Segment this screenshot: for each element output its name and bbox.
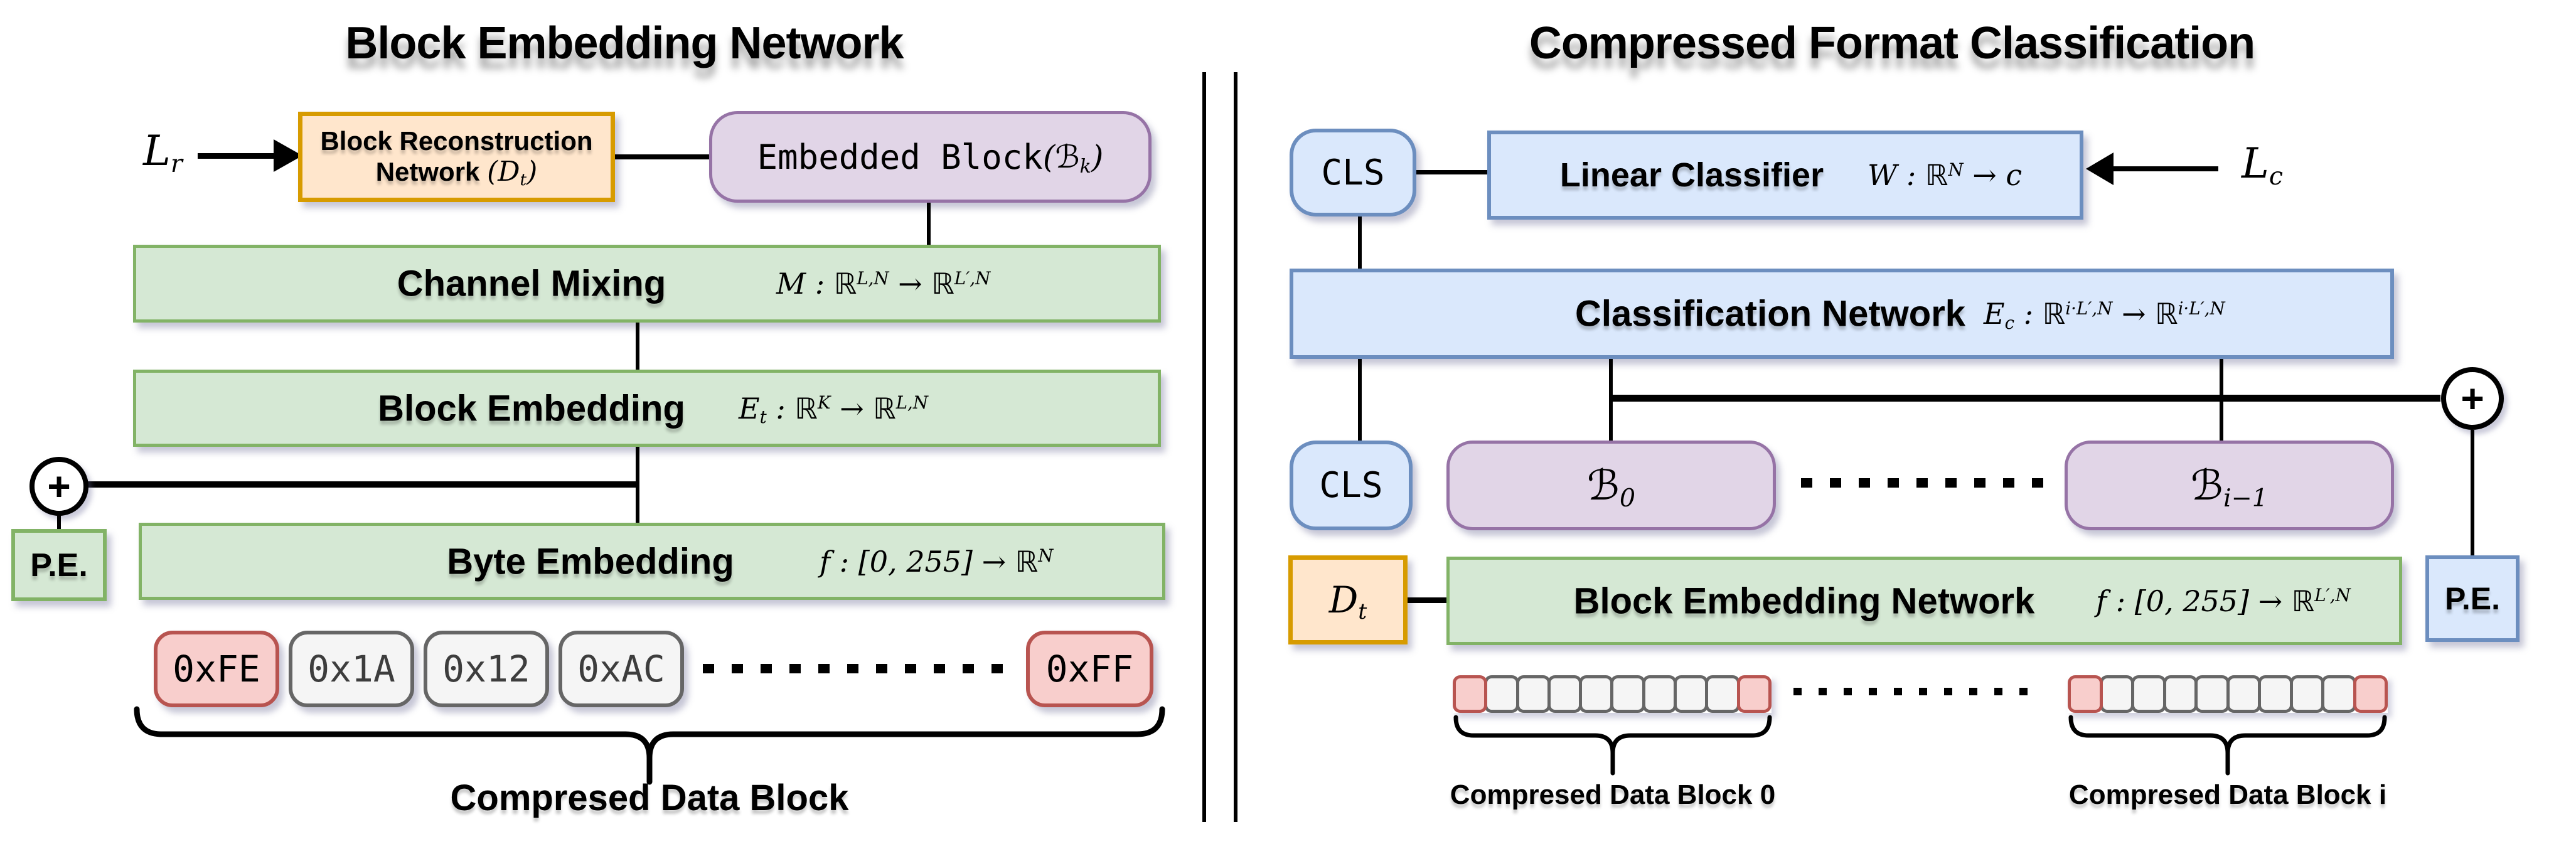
byte-token-0x12: 0x12 xyxy=(424,631,549,707)
block-embedding-label: Block Embedding xyxy=(378,388,685,429)
byte-cell xyxy=(1547,675,1583,713)
cls-top-label: CLS xyxy=(1321,152,1385,193)
byte-cell xyxy=(1515,675,1551,713)
dt-to-ben-connector xyxy=(1408,597,1446,603)
pe-sum-plus-icon: + xyxy=(29,457,88,516)
byte-cell xyxy=(2289,675,2324,713)
block-embedding-network-formula: f : [0, 255] → ℝL′,N xyxy=(2096,584,2351,618)
arrays-ellipsis-dots xyxy=(1793,688,2044,695)
compressed-data-block-i-label: Compresed Data Block i xyxy=(2068,779,2387,810)
linear-classifier-label: Linear Classifier xyxy=(1559,156,1824,194)
byte-cell xyxy=(2321,675,2356,713)
network-to-cls2-connector xyxy=(1358,359,1362,441)
byte-cell xyxy=(2099,675,2134,713)
compressed-block-i-brace xyxy=(2068,715,2387,776)
block-reconstruction-label-line2: Network xyxy=(375,156,488,186)
channel-mixing-label: Channel Mixing xyxy=(397,263,666,304)
byte-token-0xAC: 0xAC xyxy=(558,631,684,707)
block-reconstruction-label-line1: Block Reconstruction xyxy=(320,126,593,156)
block-embedding-network-box: Block Embedding Network f : [0, 255] → ℝ… xyxy=(1446,557,2402,645)
positional-encoding-box-right: P.E. xyxy=(2425,555,2520,642)
cls-bottom-label: CLS xyxy=(1319,465,1383,506)
residual-sum-horizontal-line xyxy=(1611,395,2440,402)
byte-cell xyxy=(1484,675,1519,713)
classification-network-label: Classification Network xyxy=(1574,293,1966,334)
embedded-block-i1-box: ℬi−1 xyxy=(2065,441,2394,530)
loss-lc-label: Lc xyxy=(2242,139,2283,191)
block-embedding-formula: Et : ℝK → ℝL,N xyxy=(739,391,928,428)
classification-network-box: Classification Network Ec : ℝi·L′,N → ℝi… xyxy=(1290,269,2394,359)
divider-line-left xyxy=(1202,72,1206,822)
cls-token-top-box: CLS xyxy=(1290,129,1416,216)
embedded-block-math: (ℬk) xyxy=(1042,139,1104,178)
positional-encoding-box-left: P.E. xyxy=(11,529,107,601)
byte-cell xyxy=(2258,675,2293,713)
byte-cell xyxy=(1453,675,1488,713)
block-embedding-network-label: Block Embedding Network xyxy=(1573,580,2035,621)
byte-cell xyxy=(2353,675,2388,713)
lr-arrow-line xyxy=(198,153,276,159)
residual-sum-plus-icon: + xyxy=(2441,367,2504,430)
compressed-data-block-label: Compresed Data Block xyxy=(450,778,849,818)
block-embedding-box: Block Embedding Et : ℝK → ℝL,N xyxy=(133,370,1161,447)
byte-cell-array-i xyxy=(2068,675,2388,713)
channel-mixing-box: Channel Mixing M : ℝL,N → ℝL′,N xyxy=(133,245,1161,323)
compressed-block-brace xyxy=(134,706,1165,785)
cls-token-bottom-box: CLS xyxy=(1290,441,1413,530)
dt-math: (Dt) xyxy=(487,155,538,190)
pe-sum-horizontal-line xyxy=(87,481,639,488)
embedded-block-0-box: ℬ0 xyxy=(1446,441,1776,530)
dt-label: Dt xyxy=(1328,579,1367,624)
compressed-block-0-brace xyxy=(1453,715,1772,776)
loss-lr-label: Lr xyxy=(143,127,183,179)
mixing-to-block-embedding-connector xyxy=(636,323,639,370)
plus-to-pe-right-connector xyxy=(2471,430,2474,555)
byte-cell xyxy=(1674,675,1709,713)
byte-embedding-label: Byte Embedding xyxy=(447,541,734,582)
divider-line-right xyxy=(1234,72,1237,822)
byte-embedding-formula: f : [0, 255] → ℝN xyxy=(820,544,1054,579)
embedded-block-box: Embedded Block (ℬk) xyxy=(709,111,1152,203)
token-ellipsis-dots xyxy=(703,664,1004,673)
embedded-block-i1-label: ℬi−1 xyxy=(2191,461,2268,513)
lr-arrowhead-icon xyxy=(274,139,302,172)
byte-cell xyxy=(1579,675,1614,713)
classification-network-formula: Ec : ℝi·L′,N → ℝi·L′,N xyxy=(1984,297,2225,333)
compressed-data-block-0-label: Compresed Data Block 0 xyxy=(1450,779,1776,810)
cls-to-network-connector xyxy=(1358,216,1362,270)
channel-mixing-formula: M : ℝL,N → ℝL′,N xyxy=(776,267,991,301)
embedded-block-0-label: ℬ0 xyxy=(1586,461,1636,513)
embedded-to-mixing-connector xyxy=(927,203,931,245)
pe-label-right: P.E. xyxy=(2444,581,2501,616)
pe-label-left: P.E. xyxy=(30,547,88,584)
linear-classifier-box: Linear Classifier W : ℝN → c xyxy=(1487,131,2083,220)
linear-classifier-formula: W : ℝN → c xyxy=(1868,158,2023,192)
byte-cell-array-0 xyxy=(1453,675,1772,713)
byte-cell xyxy=(1736,675,1772,713)
byte-token-0xFE: 0xFE xyxy=(154,631,279,707)
dt-box: Dt xyxy=(1288,555,1408,644)
byte-cell xyxy=(1642,675,1677,713)
byte-cell xyxy=(2162,675,2198,713)
plus-to-pe-connector xyxy=(57,515,61,530)
byte-embedding-box: Byte Embedding f : [0, 255] → ℝN xyxy=(139,523,1165,600)
byte-cell xyxy=(2068,675,2103,713)
block-reconstruction-network-box: Block Reconstruction Network (Dt) xyxy=(298,112,615,202)
blocks-ellipsis-dots xyxy=(1801,478,2046,488)
byte-cell xyxy=(2131,675,2166,713)
embedded-block-label: Embedded Block xyxy=(757,137,1043,177)
left-panel-title: Block Embedding Network xyxy=(345,18,904,68)
byte-token-0xFF: 0xFF xyxy=(1026,631,1153,707)
byte-token-0x1A: 0x1A xyxy=(289,631,414,707)
cls-to-classifier-connector xyxy=(1416,170,1487,174)
recon-to-embedded-connector xyxy=(615,154,709,159)
lc-arrow-line xyxy=(2108,166,2218,171)
right-panel-title: Compressed Format Classification xyxy=(1529,18,2255,68)
byte-cell xyxy=(1705,675,1740,713)
byte-cell xyxy=(1610,675,1645,713)
byte-cell xyxy=(2226,675,2261,713)
byte-cell xyxy=(2194,675,2230,713)
